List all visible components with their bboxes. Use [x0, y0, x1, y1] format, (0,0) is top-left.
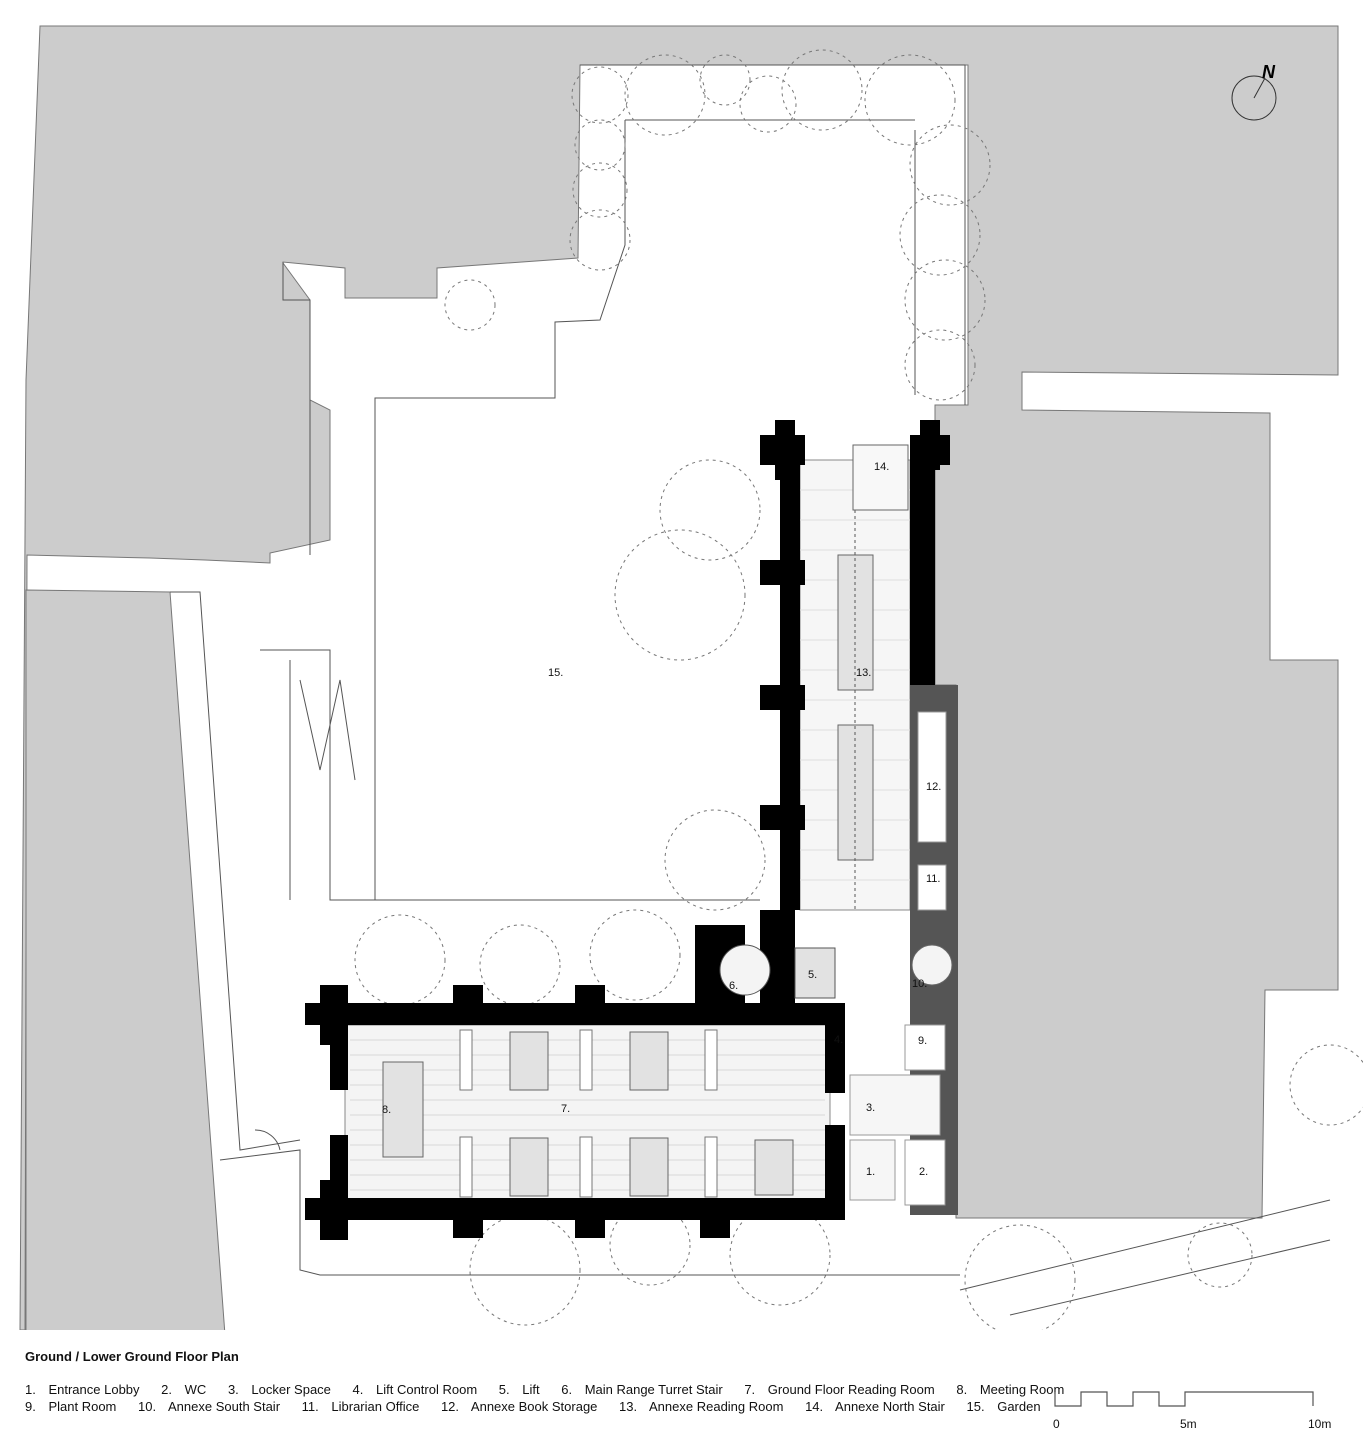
legend-item: 13. Annexe Reading Room — [619, 1399, 784, 1414]
plan-title: Ground / Lower Ground Floor Plan — [25, 1349, 239, 1364]
legend-item: 6. Main Range Turret Stair — [561, 1382, 723, 1397]
legend-item: 15. Garden — [966, 1399, 1041, 1414]
legend-item: 3. Locker Space — [227, 1382, 331, 1397]
legend-item: 2. WC — [161, 1382, 207, 1397]
legend-item: 5. Lift — [498, 1382, 540, 1397]
legend-item: 1. Entrance Lobby — [25, 1382, 140, 1397]
room-legend: 1. Entrance Lobby 2. WC 3. Locker Space … — [25, 1381, 1082, 1415]
legend-item: 14. Annexe North Stair — [805, 1399, 945, 1414]
scale-bar: 0 5m 10m — [1052, 1384, 1342, 1440]
room-label-8: 8. — [382, 1104, 391, 1116]
legend-item: 11. Librarian Office — [301, 1399, 420, 1414]
room-label-14: 14. — [874, 461, 889, 473]
room-label-1: 1. — [866, 1166, 875, 1178]
scale-label-10m: 10m — [1308, 1417, 1332, 1431]
legend-item: 7. Ground Floor Reading Room — [744, 1382, 935, 1397]
main-range — [305, 910, 845, 1240]
annexe — [760, 420, 958, 1215]
garden-outlines — [170, 64, 1331, 1316]
north-arrow-icon: N — [1231, 62, 1277, 121]
floor-plan-drawing: 1. 2. 3. 4. 5. 6. 7. 8. 9. 10. 11. 12. 1… — [19, 25, 1363, 1330]
room-label-15: 15. — [548, 667, 563, 679]
room-labels: 1. 2. 3. 4. 5. 6. 7. 8. 9. 10. 11. 12. 1… — [382, 461, 941, 1178]
neighbour-buildings — [19, 25, 1339, 1330]
scale-label-0: 0 — [1053, 1417, 1060, 1431]
room-label-2: 2. — [919, 1166, 928, 1178]
legend-item: 8. Meeting Room — [956, 1382, 1065, 1397]
legend-item: 12. Annexe Book Storage — [440, 1399, 598, 1414]
legend-row-2: 9. Plant Room 10. Annexe South Stair 11.… — [25, 1398, 1082, 1415]
legend-row-1: 1. Entrance Lobby 2. WC 3. Locker Space … — [25, 1381, 1082, 1398]
legend-item: 9. Plant Room — [25, 1399, 117, 1414]
room-label-3: 3. — [866, 1102, 875, 1114]
legend-item: 4. Lift Control Room — [352, 1382, 478, 1397]
room-label-11: 11. — [926, 873, 940, 885]
trees — [354, 49, 1363, 1330]
scale-bar-graphic — [1054, 1391, 1314, 1407]
room-label-4: 4. — [834, 1034, 843, 1046]
room-label-10: 10. — [912, 978, 927, 990]
room-label-12: 12. — [926, 781, 941, 793]
room-label-5: 5. — [808, 969, 817, 981]
room-label-6: 6. — [729, 980, 738, 992]
room-label-13: 13. — [856, 667, 871, 679]
legend-item: 10. Annexe South Stair — [138, 1399, 281, 1414]
room-label-9: 9. — [918, 1035, 927, 1047]
room-label-7: 7. — [561, 1103, 570, 1115]
scale-label-5m: 5m — [1180, 1417, 1197, 1431]
north-arrow-label: N — [1262, 62, 1276, 82]
